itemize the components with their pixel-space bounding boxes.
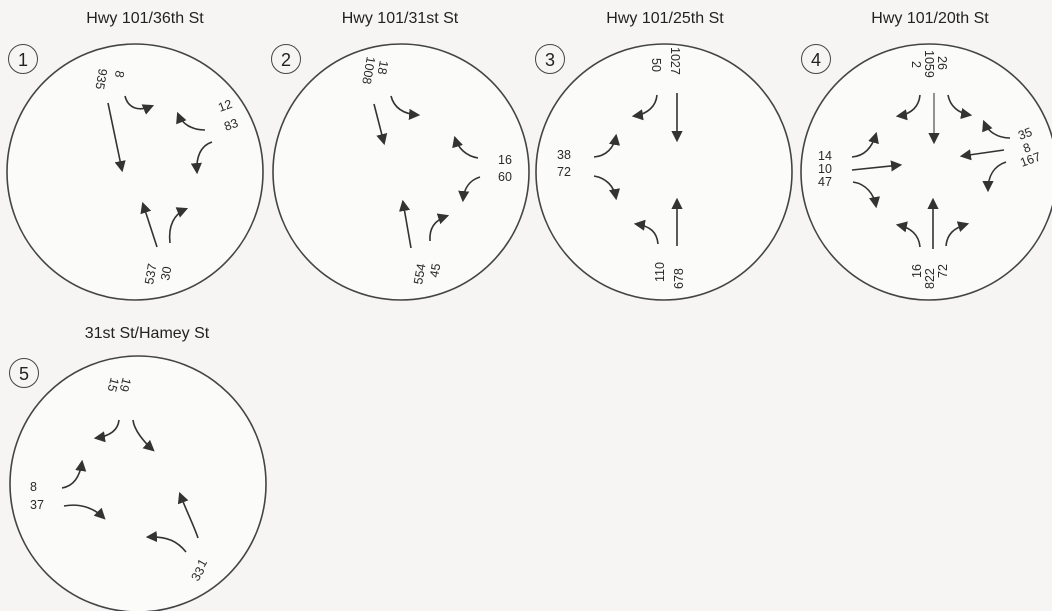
- intersection-4: 2 1059 26 35 8 167 14 10 47 16 822 72: [800, 43, 1052, 301]
- i4-eb-left-arrow: [851, 131, 879, 158]
- intersection-5-ring: [9, 355, 267, 611]
- intersection-1: 8 935 12 83 537 30: [6, 43, 264, 301]
- intersection-2: 18 1008 16 60 554 45: [272, 43, 530, 301]
- intersection-4-ring: [800, 43, 1052, 301]
- i3-eb-left-vol: 38: [557, 148, 571, 162]
- intersection-5: 15 19 8 37 1 33: [9, 355, 267, 611]
- i1-wb-right-arrow: [190, 141, 213, 175]
- i4-eb-right-vol: 47: [818, 175, 832, 189]
- i3-sb-left-arrow: [631, 94, 658, 121]
- i5-eb-left-vol: 8: [30, 480, 37, 494]
- i4-wb-right-arrow: [982, 161, 1007, 193]
- intersection-2-ring: [272, 43, 530, 301]
- i2-sb-thru-vol: 1008: [359, 55, 378, 85]
- i4-nb-thru-vol: 822: [923, 268, 937, 289]
- i4-nb-left-arrow: [895, 221, 921, 248]
- intersection-2-title: Hwy 101/31st St: [341, 10, 459, 27]
- i4-wb-left-arrow: [982, 119, 1011, 139]
- i2-nb-thru-vol: 554: [411, 263, 428, 286]
- i4-eb-thru-vol: 10: [818, 162, 832, 176]
- i2-sb-thru-arrow: [373, 103, 388, 146]
- i5-nb-thru-vol: 33: [188, 564, 207, 583]
- i2-nb-right-vol: 45: [427, 262, 443, 278]
- i1-nb-right-vol: 30: [158, 265, 174, 281]
- i2-wb-left-arrow: [452, 135, 479, 159]
- intersection-3-title: Hwy 101/25th St: [606, 10, 724, 27]
- i5-eb-left-arrow: [61, 459, 87, 489]
- i2-sb-right-vol: 18: [375, 59, 391, 75]
- i5-sb-thru-arrow: [132, 419, 155, 452]
- i1-wb-left-arrow: [176, 111, 206, 131]
- i4-eb-left-vol: 14: [818, 149, 832, 163]
- intersection-3-ring: [535, 43, 793, 301]
- i1-sb-right-vol: 8: [112, 69, 127, 78]
- i4-nb-left-vol: 16: [910, 264, 924, 278]
- i5-sb-thru-vol: 19: [116, 376, 133, 393]
- intersection-1-title: Hwy 101/36th St: [86, 10, 204, 27]
- i4-sb-right-vol: 26: [935, 56, 949, 70]
- i2-nb-right-arrow: [429, 213, 450, 242]
- i4-sb-thru-vol: 1059: [922, 50, 936, 78]
- i3-eb-right-arrow: [593, 175, 621, 201]
- i2-wb-right-arrow: [458, 176, 481, 203]
- i1-nb-thru-vol: 537: [142, 263, 159, 286]
- i5-sb-left-arrow: [93, 419, 120, 443]
- i4-sb-left-vol: 2: [909, 61, 923, 68]
- i4-wb-thru-vol: 8: [1021, 140, 1032, 156]
- intersection-4-badge: 4: [801, 44, 831, 74]
- i2-sb-right-arrow: [390, 95, 421, 120]
- i4-nb-right-arrow: [945, 221, 970, 247]
- i3-nb-left-vol: 110: [653, 262, 667, 282]
- i2-wb-right-vol: 60: [498, 170, 512, 184]
- i1-sb-right-arrow: [124, 95, 155, 115]
- i1-sb-thru-vol: 935: [92, 67, 109, 90]
- i1-nb-thru-arrow: [140, 201, 158, 248]
- i4-wb-right-vol: 167: [1018, 150, 1042, 170]
- intersection-5-title: 31st St/Hamey St: [84, 325, 210, 342]
- i5-eb-right-vol: 37: [30, 498, 44, 512]
- i4-eb-thru-arrow: [851, 160, 903, 172]
- intersection-1-badge: 1: [8, 44, 38, 74]
- i1-wb-right-vol: 83: [222, 116, 240, 134]
- i4-sb-right-arrow: [947, 94, 973, 120]
- i3-sb-thru-vol: 1027: [668, 47, 682, 75]
- i1-wb-left-vol: 12: [216, 97, 234, 115]
- i2-nb-thru-arrow: [399, 199, 412, 249]
- i4-wb-thru-arrow: [959, 149, 1005, 161]
- i4-sb-left-arrow: [895, 94, 921, 121]
- i4-nb-right-vol: 72: [936, 264, 950, 278]
- intersection-3-badge: 3: [535, 44, 565, 74]
- intersection-3: 50 1027 38 72 110 678: [535, 43, 793, 301]
- i3-eb-right-vol: 72: [557, 165, 571, 179]
- i5-nb-left-arrow: [145, 530, 187, 553]
- i3-nb-left-arrow: [633, 219, 659, 245]
- i1-nb-right-arrow: [168, 207, 189, 244]
- intersection-4-title: Hwy 101/20th St: [871, 10, 989, 27]
- i5-eb-right-arrow: [63, 504, 106, 520]
- intersection-2-badge: 2: [271, 44, 301, 74]
- i3-sb-left-vol: 50: [649, 58, 663, 72]
- i4-eb-right-arrow: [852, 181, 881, 209]
- intersection-1-ring: [6, 43, 264, 301]
- i2-wb-left-vol: 16: [498, 153, 512, 167]
- i5-nb-thru-arrow: [177, 491, 199, 539]
- i4-wb-left-vol: 35: [1016, 125, 1034, 143]
- intersection-5-badge: 5: [9, 358, 39, 388]
- i5-sb-left-vol: 15: [104, 376, 121, 393]
- i3-nb-thru-vol: 678: [672, 268, 686, 289]
- i1-sb-thru-arrow: [107, 102, 126, 173]
- i3-eb-left-arrow: [593, 133, 621, 158]
